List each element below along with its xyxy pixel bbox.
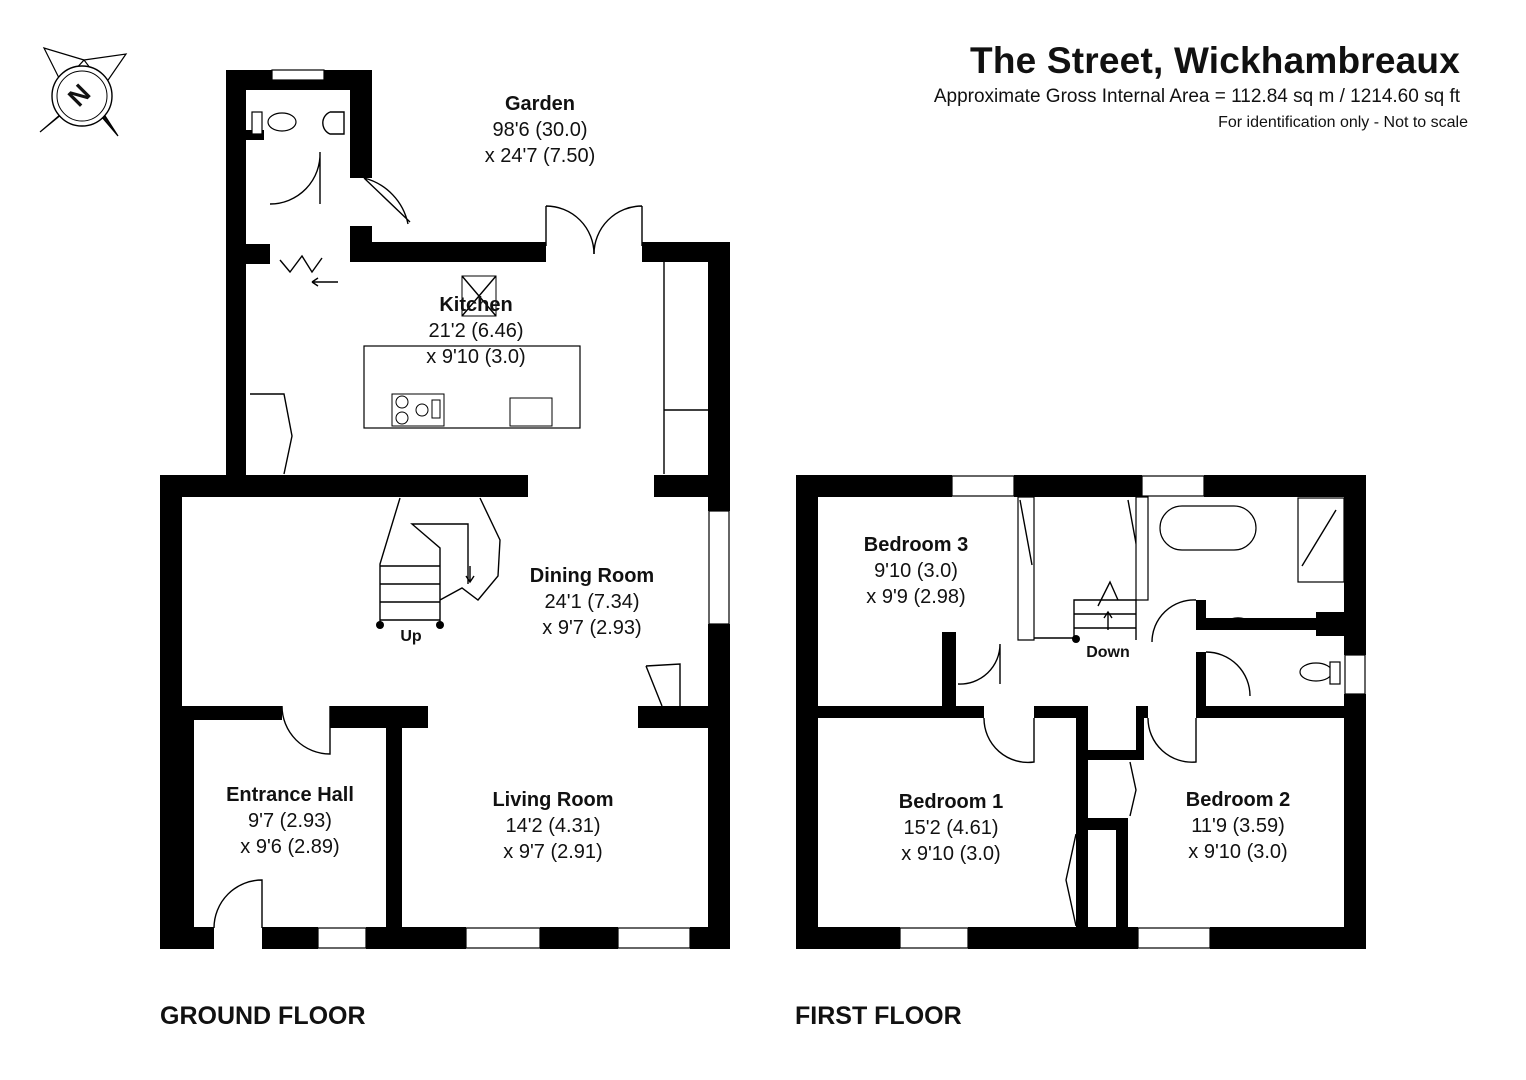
disclaimer-note: For identification only - Not to scale xyxy=(1218,114,1468,131)
room-name: Entrance Hall xyxy=(226,784,354,806)
first-floor-windows xyxy=(899,475,1366,949)
room-name: Bedroom 2 xyxy=(1185,789,1291,811)
room-dim: x 9'7 (2.93) xyxy=(542,617,642,639)
ground-floor-windows xyxy=(271,69,730,949)
room-dim: x 9'10 (3.0) xyxy=(901,843,1001,865)
first-floor-label: FIRST FLOOR xyxy=(795,1002,962,1030)
room-name: Bedroom 1 xyxy=(898,791,1004,813)
room-dining: Dining Room 24'1 (7.34) x 9'7 (2.93) xyxy=(530,563,654,641)
first-floor-fixtures xyxy=(957,496,1345,927)
room-dim: x 9'10 (3.0) xyxy=(426,346,526,368)
ground-floor-fixtures xyxy=(213,111,708,929)
room-dim: x 9'9 (2.98) xyxy=(866,586,966,608)
room-name: Bedroom 3 xyxy=(863,534,969,556)
room-kitchen: Kitchen 21'2 (6.46) x 9'10 (3.0) xyxy=(426,292,525,370)
room-dim: x 24'7 (7.50) xyxy=(484,145,596,167)
room-entrance-hall: Entrance Hall 9'7 (2.93) x 9'6 (2.89) xyxy=(226,782,354,860)
room-bedroom-2: Bedroom 2 11'9 (3.59) x 9'10 (3.0) xyxy=(1186,787,1290,865)
first-stairs-icon xyxy=(1034,580,1137,643)
ground-floor-walls xyxy=(160,70,730,949)
room-dim: 14'2 (4.31) xyxy=(505,815,601,837)
room-bedroom-1: Bedroom 1 15'2 (4.61) x 9'10 (3.0) xyxy=(899,789,1003,867)
room-dim: 98'6 (30.0) xyxy=(492,119,588,141)
first-floor-walls xyxy=(796,475,1366,949)
room-name: Dining Room xyxy=(529,565,655,587)
room-dim: 15'2 (4.61) xyxy=(903,817,999,839)
ground-stairs-icon xyxy=(376,497,501,629)
stairs-down-label: Down xyxy=(1086,644,1130,661)
room-bedroom-3: Bedroom 3 9'10 (3.0) x 9'9 (2.98) xyxy=(864,532,968,610)
room-living: Living Room 14'2 (4.31) x 9'7 (2.91) xyxy=(492,787,613,865)
room-dim: x 9'10 (3.0) xyxy=(1188,841,1288,863)
room-dim: 11'9 (3.59) xyxy=(1191,815,1285,837)
ground-floor-label: GROUND FLOOR xyxy=(160,1002,366,1030)
gross-area: Approximate Gross Internal Area = 112.84… xyxy=(933,86,1460,107)
room-dim: 9'7 (2.93) xyxy=(248,810,332,832)
room-dim: x 9'7 (2.91) xyxy=(503,841,603,863)
room-dim: 9'10 (3.0) xyxy=(874,560,958,582)
room-dim: 24'1 (7.34) xyxy=(544,591,640,613)
plan-title: The Street, Wickhambreaux xyxy=(970,40,1460,81)
room-garden: Garden 98'6 (30.0) x 24'7 (7.50) xyxy=(485,91,596,169)
stairs-up-label: Up xyxy=(400,628,422,645)
room-dim: 21'2 (6.46) xyxy=(428,320,524,342)
room-dim: x 9'6 (2.89) xyxy=(240,836,340,858)
room-name: Living Room xyxy=(492,789,614,811)
room-name: Garden xyxy=(504,93,576,115)
room-name: Kitchen xyxy=(439,294,513,316)
compass-icon xyxy=(39,47,128,137)
